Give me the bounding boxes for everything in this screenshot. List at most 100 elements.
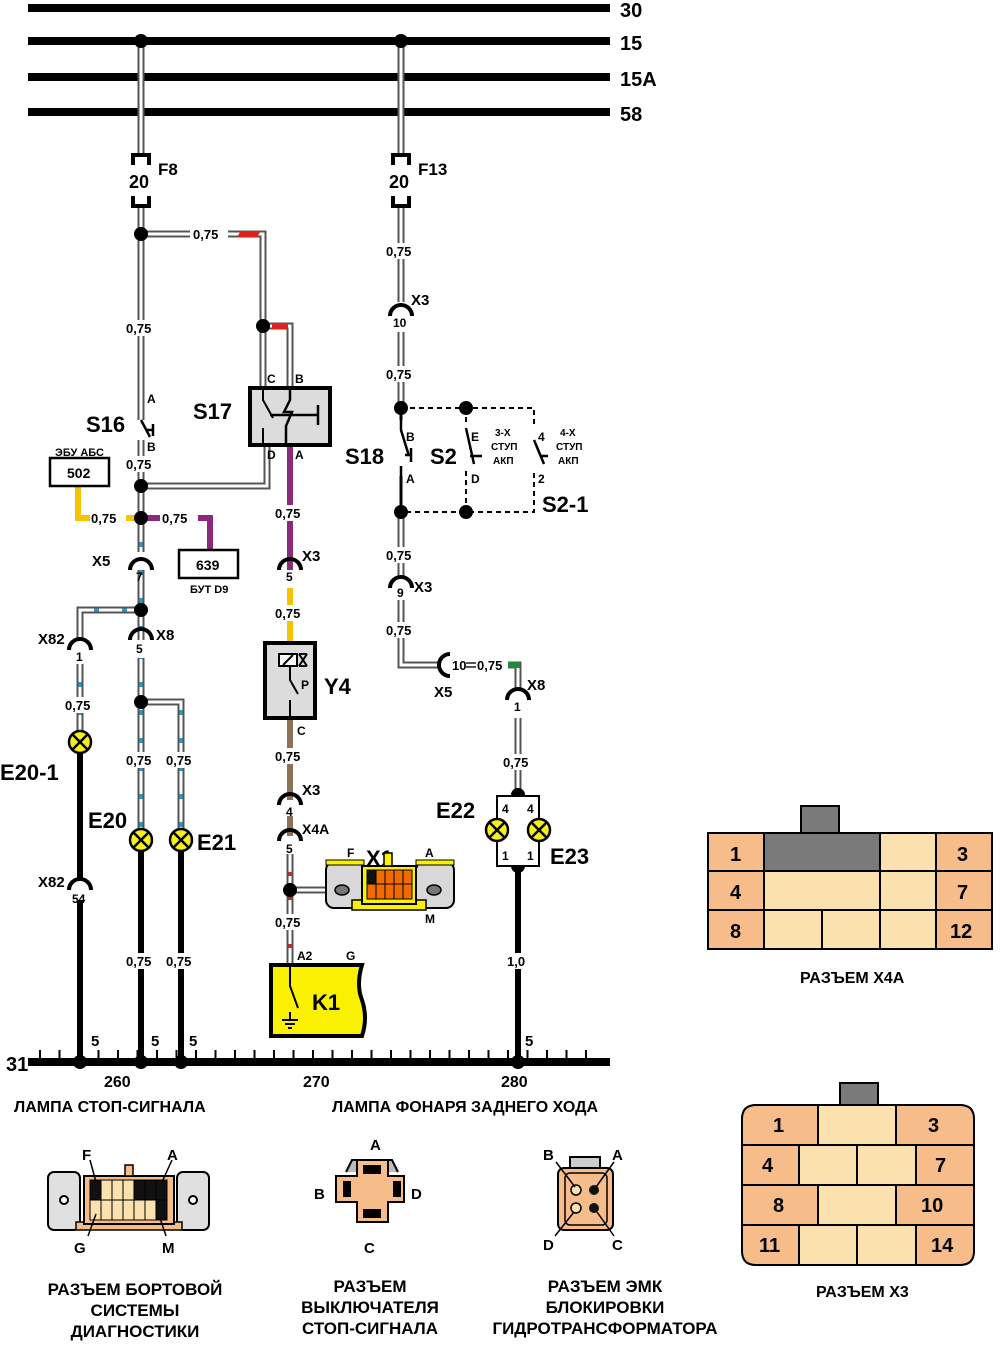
switch-s2: S2 E D 3-Х СТУП АКП [430,425,518,486]
bus-label-30: 30 [620,0,642,22]
svg-text:E22: E22 [436,798,475,823]
svg-text:1: 1 [527,849,534,863]
svg-text:2: 2 [538,472,545,486]
svg-text:X3: X3 [302,548,320,565]
svg-text:8: 8 [730,921,741,943]
svg-text:14: 14 [931,1235,954,1257]
svg-text:S17: S17 [193,399,232,424]
connector-view-tcc: B A D C [543,1147,623,1254]
svg-text:A: A [370,1137,381,1154]
svg-text:S16: S16 [86,412,125,437]
gauge-label: 0,75 [91,511,116,526]
bus-58 [28,108,610,116]
connector-view-x4a-labels: 1 3 4 7 8 12 РАЗЪЕМ X4A [730,844,972,987]
bus-label-15a: 15A [620,69,657,91]
svg-text:P: P [301,678,309,692]
svg-text:9: 9 [397,586,404,600]
connector-x3-10-arc [388,303,414,317]
fuse-f13: 20 F13 [389,153,447,208]
wires [75,41,522,1062]
connector-x3-9-arc [388,575,414,589]
svg-text:1: 1 [502,849,509,863]
svg-text:C: C [364,1240,375,1257]
switch-s18: S18 B A [345,420,415,486]
bus-label-58: 58 [620,104,642,126]
svg-text:АКП: АКП [493,456,514,467]
switch-s17: S17 C B D A [193,372,332,462]
gauge-label: 0,75 [65,698,90,713]
svg-text:X5: X5 [434,684,452,701]
connector-x4a-5-arc [277,828,303,842]
connector-view-obd: F A G M [47,1147,210,1257]
connector-x82-54-arc [67,877,93,891]
svg-text:10: 10 [452,658,466,673]
svg-text:5: 5 [91,1033,99,1050]
svg-text:5: 5 [151,1033,159,1050]
gauge-label: 0,75 [386,367,411,382]
svg-text:K1: K1 [312,990,340,1015]
bus-30 [28,4,610,12]
svg-text:D: D [471,472,480,486]
svg-text:4: 4 [527,802,534,816]
svg-text:A: A [167,1147,178,1164]
svg-text:7: 7 [935,1155,946,1177]
gauge-label: 0,75 [126,753,151,768]
bus-15 [28,37,610,45]
inline-connectors [67,303,531,891]
svg-text:M: M [425,912,435,926]
svg-text:X3: X3 [302,782,320,799]
svg-text:БУТ D9: БУТ D9 [190,584,228,596]
svg-text:639: 639 [196,557,220,573]
fuse-f8: 20 F8 [129,153,178,208]
svg-text:1: 1 [730,844,741,866]
gauge-label: 0,75 [193,227,218,242]
switch-s16: S16 A B [86,392,156,454]
gauge-label: 0,75 [126,321,151,336]
svg-text:3: 3 [957,844,968,866]
svg-text:A: A [147,392,156,406]
svg-text:5: 5 [286,570,293,584]
svg-text:B: B [314,1186,325,1203]
svg-text:X3: X3 [414,579,432,596]
svg-text:4: 4 [286,805,293,819]
svg-text:СТУП: СТУП [556,442,583,453]
svg-text:A: A [295,448,304,462]
inline-connector-labels: X5 7 X8 5 X82 1 X82 54 X3 5 X3 4 X4A 5 X… [38,292,545,906]
svg-text:A: A [612,1147,623,1164]
svg-text:3-Х: 3-Х [495,428,511,439]
gauge-label: 0,75 [275,506,300,521]
svg-text:3: 3 [928,1115,939,1137]
gauge-label: 0,75 [166,753,191,768]
svg-text:31: 31 [6,1054,28,1076]
gauge-label: 0,75 [275,915,300,930]
svg-text:S2-1: S2-1 [542,492,588,517]
connector-x1: X1 F A M [325,846,455,926]
svg-text:7: 7 [136,570,143,584]
svg-text:12: 12 [950,921,972,943]
svg-text:B: B [147,440,156,454]
svg-text:5: 5 [286,842,293,856]
svg-text:7: 7 [957,882,968,904]
connector-view-x4a [707,805,993,950]
module-abs-502: ЭБУ АБС 502 [48,447,111,488]
svg-text:G: G [74,1240,86,1257]
lamp-e20-1: E20-1 [0,729,93,785]
svg-text:X8: X8 [156,627,174,644]
svg-text:АКП: АКП [558,456,579,467]
svg-text:B: B [295,372,304,386]
svg-text:54: 54 [72,892,86,906]
svg-text:4: 4 [730,882,742,904]
svg-text:10: 10 [921,1195,943,1217]
svg-text:B: B [406,430,415,444]
caption-brake-switch: РАЗЪЕМ ВЫКЛЮЧАТЕЛЯ СТОП-СИГНАЛА [301,1277,439,1338]
connector-view-x3-labels: 1 3 4 7 8 10 11 14 РАЗЪЕМ X3 [759,1115,954,1301]
svg-text:C: C [297,724,306,738]
gauge-label: 0,75 [126,954,151,969]
switch-s2-1: S2-1 4 2 4-Х СТУП АКП [526,425,588,517]
svg-text:ЭБУ АБС: ЭБУ АБС [55,447,104,459]
gauge-label: 0,75 [162,511,187,526]
fuse-f13-label: F13 [418,160,447,179]
svg-text:502: 502 [67,465,91,481]
svg-text:B: B [543,1147,554,1164]
